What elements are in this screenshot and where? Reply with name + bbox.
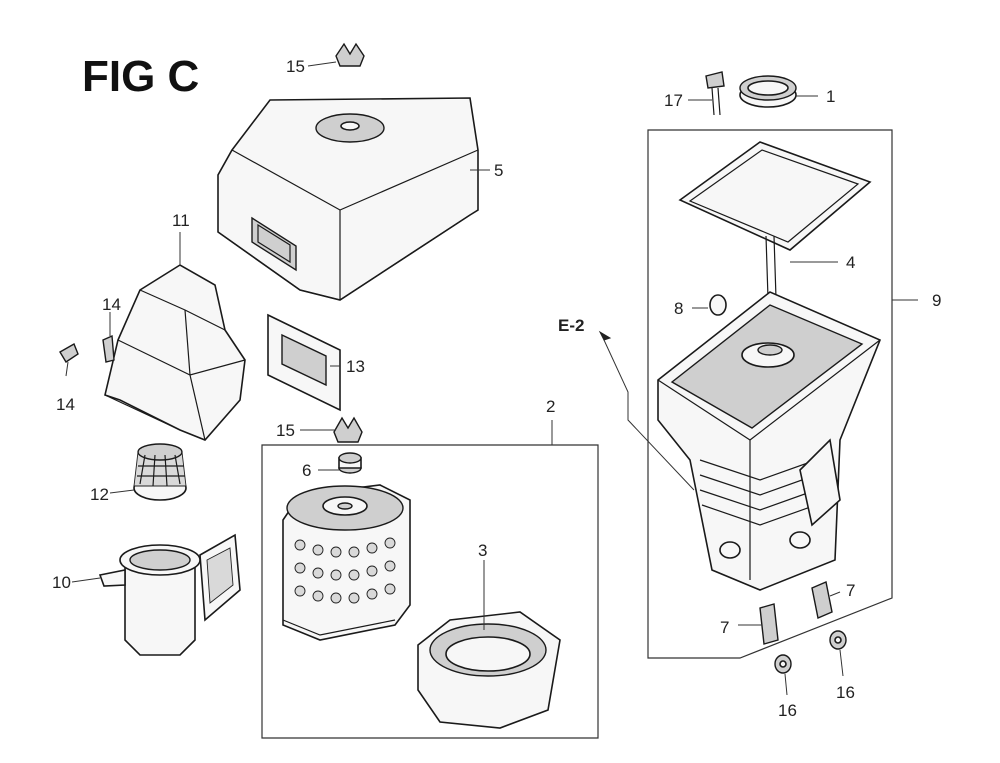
figure-title: FIG C [82,52,200,101]
callout-16-left: 16 [778,701,797,720]
air-cleaner-case [657,291,882,591]
reference-e2: E-2 [558,316,585,335]
callout-1: 1 [826,87,836,106]
screw-upper [102,334,115,363]
callout-6: 6 [302,461,312,480]
callout-3: 3 [478,541,488,560]
callout-15-top: 15 [286,57,305,76]
callout-2: 2 [546,397,556,416]
element-kit-frame [261,420,599,739]
flange-nut-left [774,654,792,674]
callout-11: 11 [172,211,190,230]
cyclone-housing [98,533,241,656]
callout-4: 4 [846,253,856,272]
seal-ring [739,75,797,108]
flange-nut-right [829,630,847,650]
callout-13: 13 [346,357,365,376]
callout-16-right: 16 [836,683,855,702]
callout-12: 12 [90,485,109,504]
wing-nut-middle [333,416,363,443]
callout-7-right: 7 [846,581,856,600]
case-assembly-frame [647,129,918,659]
wing-nut-top [335,42,365,67]
callout-15-middle: 15 [276,421,295,440]
wing-bolt [705,71,725,116]
leader-lines [65,61,844,696]
foam-element [417,611,561,729]
collar [709,294,727,316]
callout-5: 5 [494,161,504,180]
callout-7-left: 7 [720,618,730,637]
cover-gasket [267,313,341,412]
callout-14-lower: 14 [56,395,75,414]
callout-9: 9 [932,291,942,310]
air-filter-element [282,484,411,641]
callout-14-upper: 14 [102,295,121,314]
element-nut [338,452,362,474]
screw-lower [59,342,79,363]
intake-duct-cover [104,264,246,441]
air-cleaner-cover [217,97,479,301]
pre-cleaner [133,443,187,501]
case-gasket [678,141,872,251]
breather-tube-left [759,603,779,645]
callout-10: 10 [52,573,71,592]
breather-tube-right [811,581,833,619]
callout-17: 17 [664,91,683,110]
callout-8: 8 [674,299,684,318]
